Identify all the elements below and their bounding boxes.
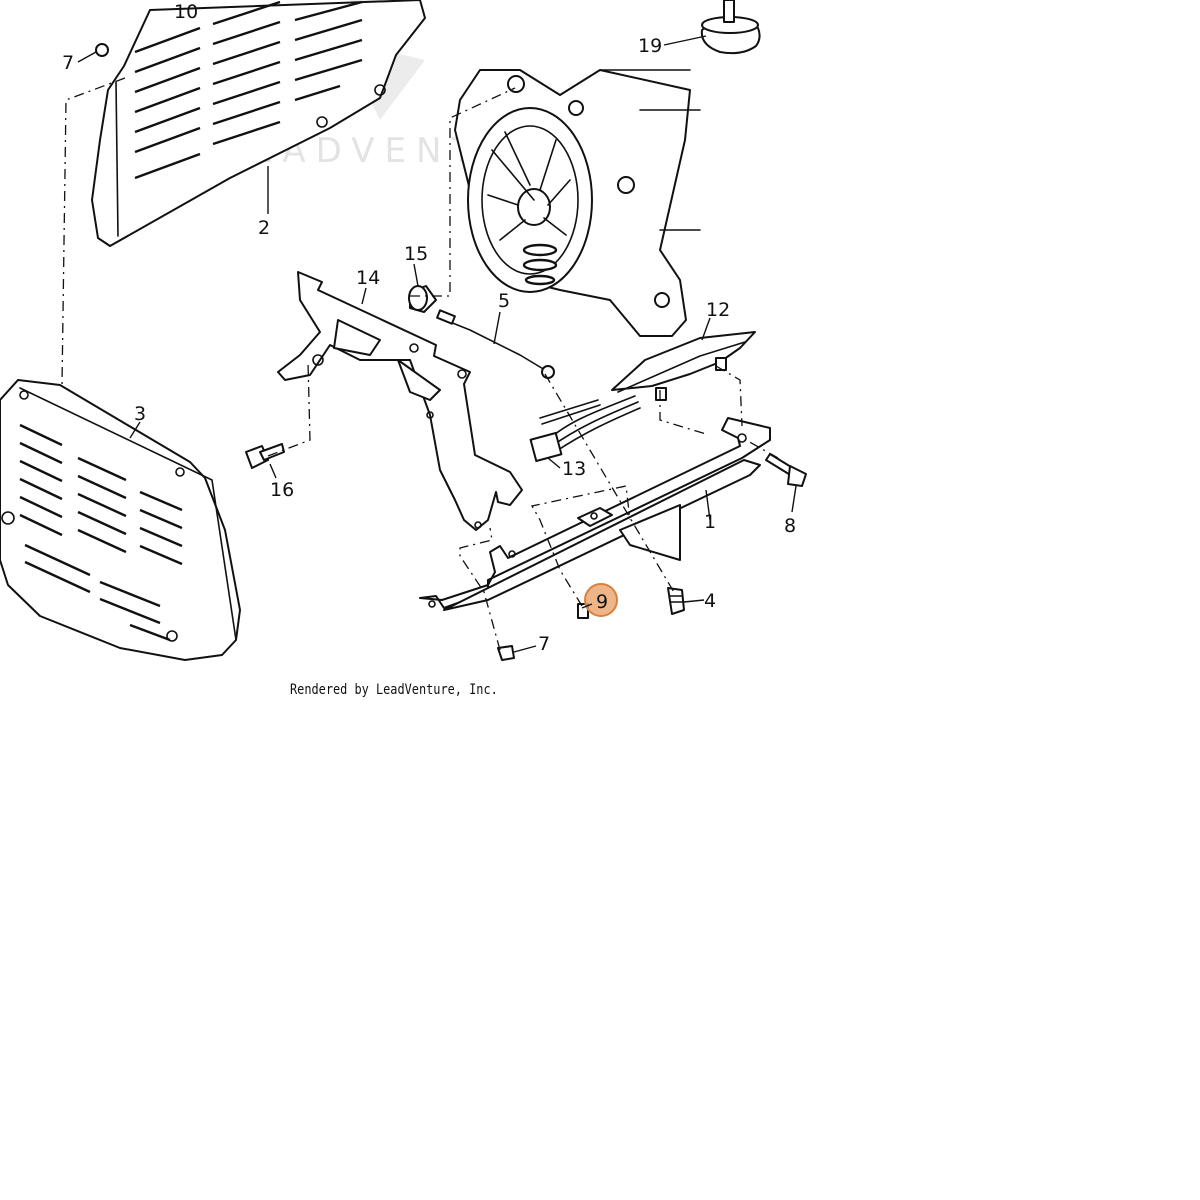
callout-labels: 10 7 19 2 15 14 5 12 3 16 13 8 1 9 4 7 [62, 1, 796, 655]
part-12-cover-plate[interactable] [611, 331, 756, 401]
callout-14[interactable]: 14 [356, 267, 380, 289]
part-3-lower-cover[interactable] [0, 379, 241, 661]
callout-leaders [77, 35, 797, 653]
render-credit: Rendered by LeadVenture, Inc. [290, 682, 498, 698]
lower-cover-louvers [19, 423, 183, 642]
lower-cover-mount-hole [19, 390, 29, 400]
upper-cover-mount-hole [316, 116, 328, 128]
callout-7-bottom[interactable]: 7 [538, 633, 550, 655]
callout-4[interactable]: 4 [704, 590, 716, 612]
upper-cover-mount-hole [374, 84, 386, 96]
part-7-bottom-bolt[interactable] [497, 645, 515, 661]
part-8-bolt[interactable] [765, 453, 807, 487]
callout-13[interactable]: 13 [562, 458, 586, 480]
lower-cover-mount-hole [175, 467, 185, 477]
callout-10[interactable]: 10 [174, 1, 198, 23]
callout-19[interactable]: 19 [638, 35, 662, 57]
callout-2[interactable]: 2 [258, 217, 270, 239]
part-14-bracket[interactable] [277, 271, 523, 531]
highlight-marker [584, 583, 618, 617]
callout-9[interactable]: 9 [596, 591, 608, 613]
assembly-guide-lines [61, 77, 779, 651]
callout-1[interactable]: 1 [704, 511, 716, 533]
callout-7-top[interactable]: 7 [62, 52, 74, 74]
part-15-spacer[interactable] [408, 285, 437, 313]
part-4-screw[interactable] [667, 587, 685, 615]
callout-8[interactable]: 8 [784, 515, 796, 537]
callout-5[interactable]: 5 [498, 290, 510, 312]
part-1-rail[interactable] [419, 417, 771, 611]
part-2-upper-cover[interactable] [91, 0, 426, 247]
part-13-harness[interactable] [529, 395, 641, 462]
upper-cover-louvers [134, 0, 363, 180]
part-19-rubber-foot[interactable] [700, 0, 761, 55]
part-16-bolt[interactable] [245, 443, 285, 469]
lower-cover-mount-hole [1, 511, 15, 525]
lower-cover-mount-hole [166, 630, 178, 642]
callout-12[interactable]: 12 [706, 299, 730, 321]
callout-3[interactable]: 3 [134, 403, 146, 425]
part-9-bolt[interactable] [577, 603, 589, 619]
callout-15[interactable]: 15 [404, 243, 428, 265]
callout-16[interactable]: 16 [270, 479, 294, 501]
alternator-housing [454, 69, 701, 337]
part-7-top-bolt[interactable] [95, 43, 109, 57]
